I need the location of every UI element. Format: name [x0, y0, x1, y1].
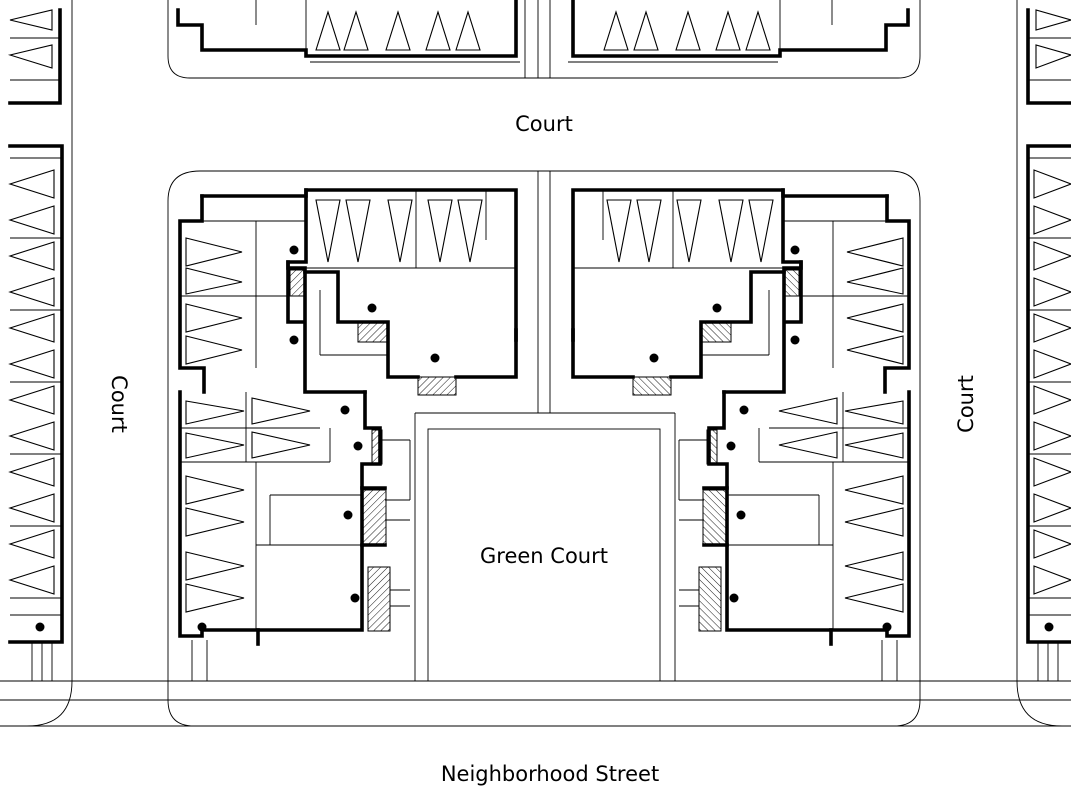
- parking-stall-mark: [8, 169, 55, 199]
- label-court-right: Court: [954, 375, 978, 433]
- right-edge-building-top: [1026, 8, 1071, 105]
- top-building-right: [568, 0, 910, 63]
- parking-stall-mark: [8, 277, 55, 307]
- parking-stall-mark: [1033, 349, 1071, 379]
- parking-stall-mark: [8, 349, 55, 379]
- left-edge-building-top: [7, 8, 62, 105]
- parking-stall-mark: [1033, 493, 1071, 523]
- parking-stall-mark: [1033, 205, 1071, 235]
- label-court-left: Court: [107, 375, 131, 433]
- parking-stall-mark: [1033, 457, 1071, 487]
- parking-stall-mark: [8, 385, 55, 415]
- building-cluster-right: [571, 188, 911, 683]
- parking-stall-mark: [8, 493, 55, 523]
- parking-stall-mark: [8, 565, 55, 595]
- parking-stall-mark: [1033, 385, 1071, 415]
- parking-stall-mark: [8, 205, 55, 235]
- parking-stall-mark: [8, 313, 55, 343]
- label-street: Neighborhood Street: [441, 762, 659, 786]
- label-green-court: Green Court: [480, 544, 608, 568]
- parking-stall-mark: [1033, 277, 1071, 307]
- parking-stall-mark: [1033, 241, 1071, 271]
- parking-stall-mark: [1033, 313, 1071, 343]
- parking-stall-mark: [1033, 169, 1071, 199]
- parking-stall-mark: [8, 421, 55, 451]
- street-lines: [0, 0, 1071, 727]
- green-court: [414, 412, 676, 682]
- left-edge-building-lower: [8, 144, 64, 681]
- parking-stall-mark: [8, 529, 55, 559]
- parking-stall-mark: [8, 241, 55, 271]
- right-edge-building-lower: [1026, 144, 1071, 681]
- parking-stall-mark: [1033, 529, 1071, 559]
- building-cluster-left: [178, 188, 518, 681]
- label-court-top: Court: [515, 112, 573, 136]
- parking-stall-mark: [8, 457, 55, 487]
- parking-stall-mark: [1033, 421, 1071, 451]
- parking-stall-mark: [1033, 565, 1071, 595]
- top-building-left: [176, 0, 520, 63]
